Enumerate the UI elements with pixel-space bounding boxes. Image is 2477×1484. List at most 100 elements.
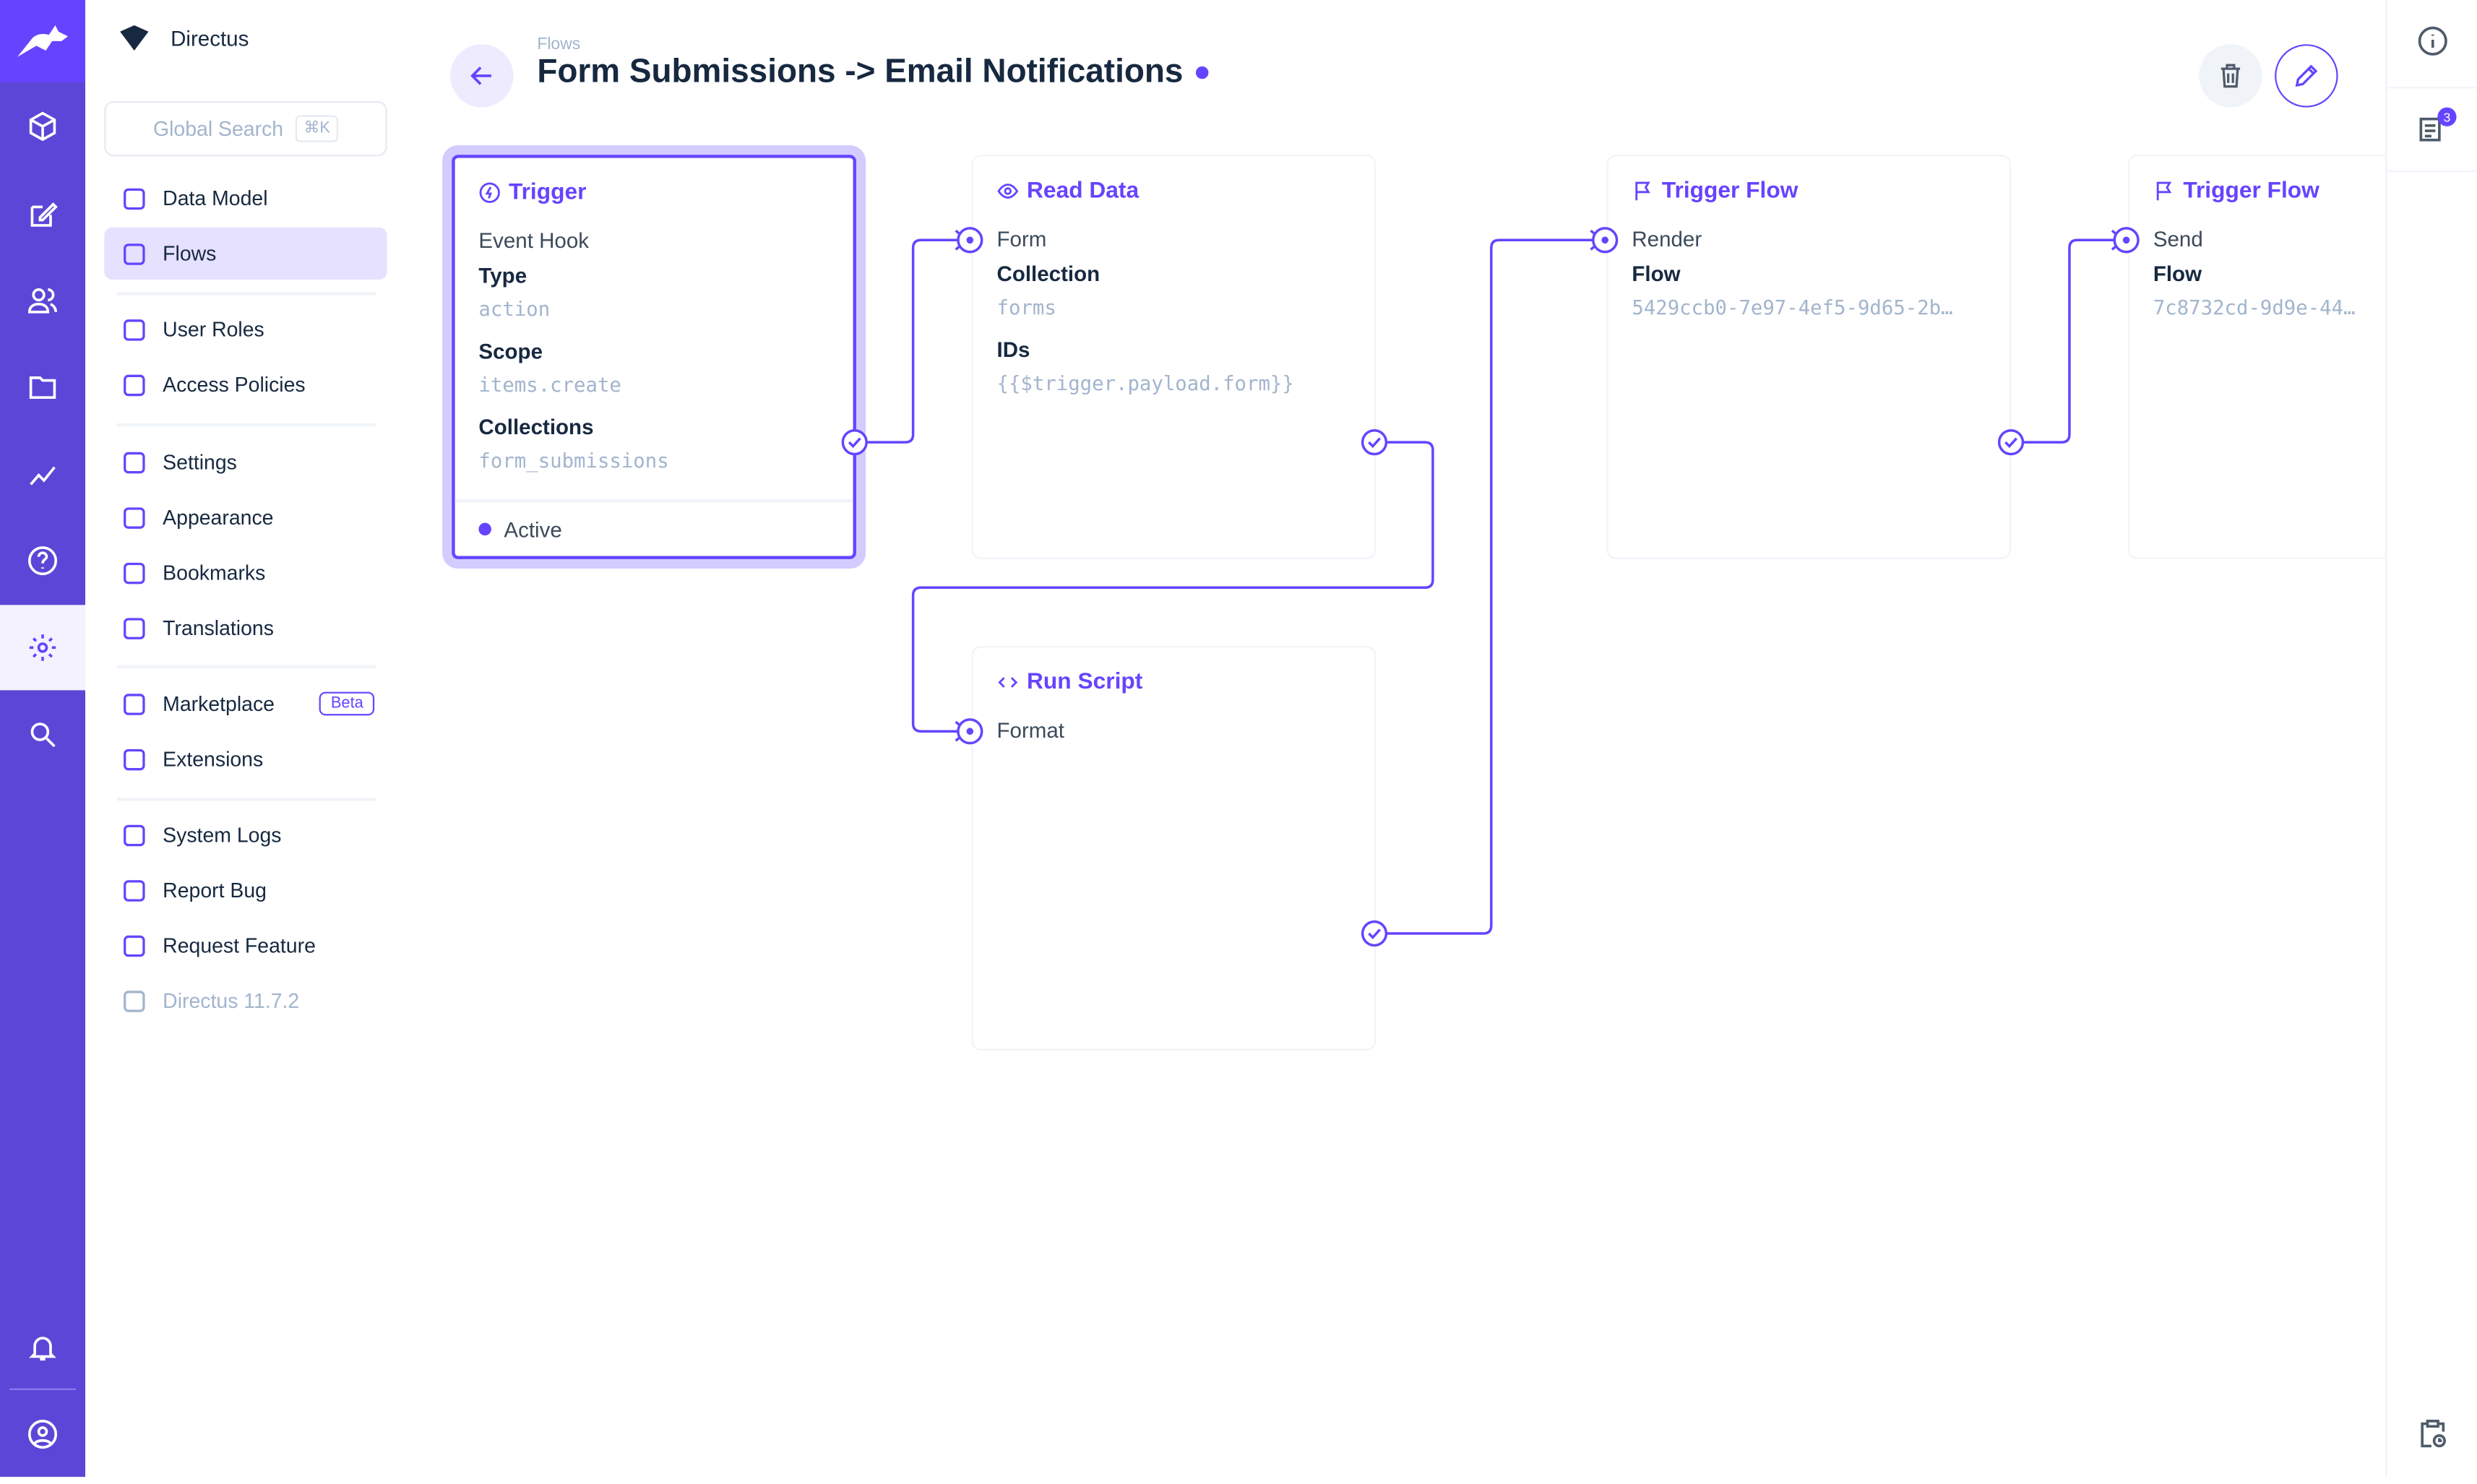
back-button[interactable] xyxy=(450,44,514,108)
nav-item-flows[interactable]: Flows xyxy=(104,227,387,280)
delete-button[interactable] xyxy=(2199,44,2262,108)
activity-badge: 3 xyxy=(2437,107,2457,126)
operation-name: Render xyxy=(1632,227,1702,251)
nav-item-report-bug[interactable]: Report Bug xyxy=(104,864,387,916)
nav-item-extensions[interactable]: Extensions xyxy=(104,733,387,785)
operation-name: Event Hook xyxy=(478,229,590,253)
nav-item-label: Report Bug xyxy=(163,878,267,902)
operation-name: Send xyxy=(2153,227,2203,251)
sliders-icon xyxy=(119,448,150,476)
nav-item-system-logs[interactable]: System Logs xyxy=(104,808,387,860)
nav-item-label: User Roles xyxy=(163,317,264,342)
store-icon xyxy=(119,689,150,717)
content-icon[interactable] xyxy=(0,84,85,169)
notifications-icon[interactable] xyxy=(0,1305,85,1390)
nav-divider xyxy=(116,665,376,668)
resolve-check-icon[interactable] xyxy=(1360,919,1388,947)
nav-divider xyxy=(116,798,376,801)
field-label: Type xyxy=(478,264,527,288)
nav-item-label: System Logs xyxy=(163,823,282,847)
field-label: Collections xyxy=(478,415,594,439)
field-label: IDs xyxy=(996,337,1030,362)
input-handle-icon[interactable] xyxy=(956,717,984,746)
edit-icon[interactable] xyxy=(0,172,85,257)
nav-item-label: Data Model xyxy=(163,186,268,210)
nav-item-appearance[interactable]: Appearance xyxy=(104,491,387,543)
nav-item-label: Bookmarks xyxy=(163,561,266,584)
field-label: Flow xyxy=(2153,262,2202,286)
trigger-status[interactable]: Active xyxy=(455,499,853,556)
nav-item-settings[interactable]: Settings xyxy=(104,436,387,488)
nav-item-marketplace[interactable]: Marketplace Beta xyxy=(104,678,387,730)
nav-item-request-feature[interactable]: Request Feature xyxy=(104,919,387,971)
field-value: forms xyxy=(996,295,1056,319)
project-name: Directus xyxy=(171,26,249,50)
page-title: Form Submissions -> Email Notifications xyxy=(537,53,1209,91)
nav-item-access-policies[interactable]: Access Policies xyxy=(104,358,387,410)
code-icon xyxy=(998,677,1018,688)
status-dot xyxy=(1195,66,1209,79)
info-button[interactable] xyxy=(2387,0,2477,82)
bug-icon xyxy=(119,876,150,904)
users-icon[interactable] xyxy=(0,257,85,342)
project-logo-icon xyxy=(120,25,149,51)
nav-item-label: Appearance xyxy=(163,505,274,530)
directus-logo-icon xyxy=(119,986,150,1014)
search-icon[interactable] xyxy=(0,692,85,777)
policy-icon xyxy=(119,371,150,399)
nav-divider xyxy=(116,423,376,427)
bolt-circle-icon xyxy=(479,182,500,203)
user-icon[interactable] xyxy=(0,1392,85,1477)
directus-logo-icon[interactable] xyxy=(0,0,86,82)
nav-item-translations[interactable]: Translations xyxy=(104,602,387,654)
field-value: 7c8732cd-9d9e-44be xyxy=(2153,295,2362,319)
global-search[interactable]: Global Search⌘K xyxy=(104,100,387,157)
field-label: Scope xyxy=(478,340,543,363)
insights-icon[interactable] xyxy=(0,431,85,517)
field-value: items.create xyxy=(478,372,621,397)
resolve-check-icon[interactable] xyxy=(1360,428,1388,456)
beta-badge: Beta xyxy=(319,691,375,716)
input-handle-icon[interactable] xyxy=(1591,226,1619,254)
verified-icon xyxy=(119,931,150,959)
operation-name: Format xyxy=(996,718,1064,743)
bolt-icon xyxy=(119,239,150,267)
edit-flow-button[interactable] xyxy=(2275,44,2338,108)
pencil-icon xyxy=(2295,64,2318,87)
user-roles-icon xyxy=(119,315,150,343)
nav-item-data-model[interactable]: Data Model xyxy=(104,172,387,224)
nav-item-label: Directus 11.7.2 xyxy=(163,988,300,1013)
bookmark-icon xyxy=(119,558,150,587)
nav-item-user-roles[interactable]: User Roles xyxy=(104,303,387,355)
resolve-check-icon[interactable] xyxy=(1996,428,2025,456)
active-dot xyxy=(478,522,491,536)
breadcrumb[interactable]: Flows xyxy=(537,35,581,54)
help-icon[interactable] xyxy=(0,518,85,603)
nav-item-label: Access Policies xyxy=(163,372,306,397)
files-icon[interactable] xyxy=(0,345,85,430)
resolve-check-icon[interactable] xyxy=(840,428,869,456)
input-handle-icon[interactable] xyxy=(2112,226,2140,254)
field-value: 5429ccb0-7e97-4ef5-9d65-2b… xyxy=(1632,295,1953,319)
flag-icon xyxy=(2156,181,2172,201)
nav-item-label: Flows xyxy=(163,241,217,266)
info-icon xyxy=(2418,26,2447,56)
field-value: action xyxy=(478,297,551,321)
input-handle-icon[interactable] xyxy=(956,226,984,254)
nav-item-directus-11-7-2[interactable]: Directus 11.7.2 xyxy=(104,975,387,1027)
settings-icon[interactable] xyxy=(0,605,86,691)
nav-item-label: Marketplace xyxy=(163,691,275,716)
operation-title: Run Script xyxy=(997,670,1351,695)
flow-logs-button[interactable] xyxy=(2387,1393,2477,1475)
right-sidebar: 3 xyxy=(2385,0,2477,1477)
divider xyxy=(9,1388,76,1390)
nav-divider xyxy=(116,292,376,295)
activity-button[interactable]: 3 xyxy=(2387,87,2477,173)
nav-item-bookmarks[interactable]: Bookmarks xyxy=(104,546,387,598)
